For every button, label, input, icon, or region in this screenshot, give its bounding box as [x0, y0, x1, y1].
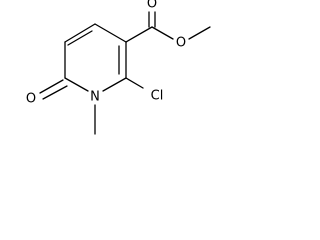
bond-c2-ester-c — [125, 26, 153, 43]
bond-c1-n — [102, 77, 127, 92]
bond-c3-c4 — [64, 23, 96, 43]
atom-o-carbonyl: O — [26, 92, 36, 107]
bond-ester-o-methyl — [188, 26, 211, 40]
bond-c1-cl — [125, 77, 144, 89]
bond-c5-o-b — [42, 85, 68, 100]
structure-diagram: O N Cl O O — [26, 0, 211, 135]
bond-c3-c4-inner — [67, 30, 93, 46]
bond-ester-c-o-single — [151, 26, 174, 40]
atom-n-ring: N — [90, 90, 100, 105]
atom-o-ester-double: O — [147, 0, 157, 12]
bond-c3-c2 — [94, 23, 127, 43]
atom-cl: Cl — [151, 89, 164, 104]
bond-c5-o-a — [39, 79, 64, 94]
atom-o-ester-single: O — [176, 36, 186, 51]
bond-c5-n — [64, 77, 89, 92]
